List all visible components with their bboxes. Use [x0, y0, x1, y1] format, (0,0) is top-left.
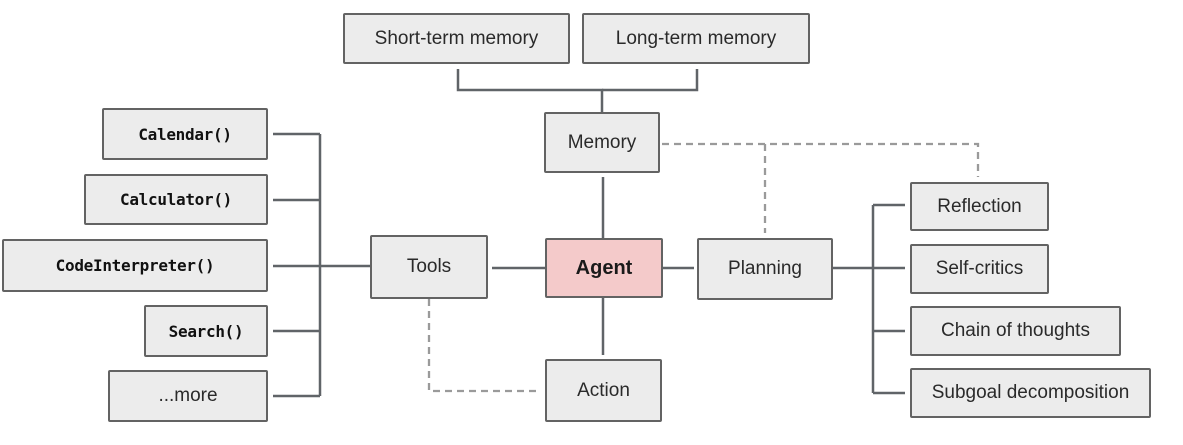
- node-chain-of-thoughts: Chain of thoughts: [910, 306, 1121, 356]
- edge-memory-short-term: [456, 69, 604, 112]
- node-code-interpreter: CodeInterpreter(): [2, 239, 268, 292]
- node-agent: Agent: [545, 238, 663, 298]
- node-memory: Memory: [544, 112, 660, 173]
- edge-memory-long-term: [602, 69, 699, 92]
- edge-memory-reflection-dashed: [662, 142, 980, 177]
- node-self-critics: Self-critics: [910, 244, 1049, 294]
- node-planning: Planning: [697, 238, 833, 300]
- node-subgoal-decomposition: Subgoal decomposition: [910, 368, 1151, 418]
- node-calculator: Calculator(): [84, 174, 268, 225]
- node-action: Action: [545, 359, 662, 422]
- node-tools: Tools: [370, 235, 488, 299]
- node-calendar: Calendar(): [102, 108, 268, 160]
- node-reflection: Reflection: [910, 182, 1049, 231]
- node-search: Search(): [144, 305, 268, 357]
- node-long-term-memory: Long-term memory: [582, 13, 810, 64]
- node-short-term-memory: Short-term memory: [343, 13, 570, 64]
- node-more: ...more: [108, 370, 268, 422]
- edge-tools-action-dashed: [427, 299, 540, 393]
